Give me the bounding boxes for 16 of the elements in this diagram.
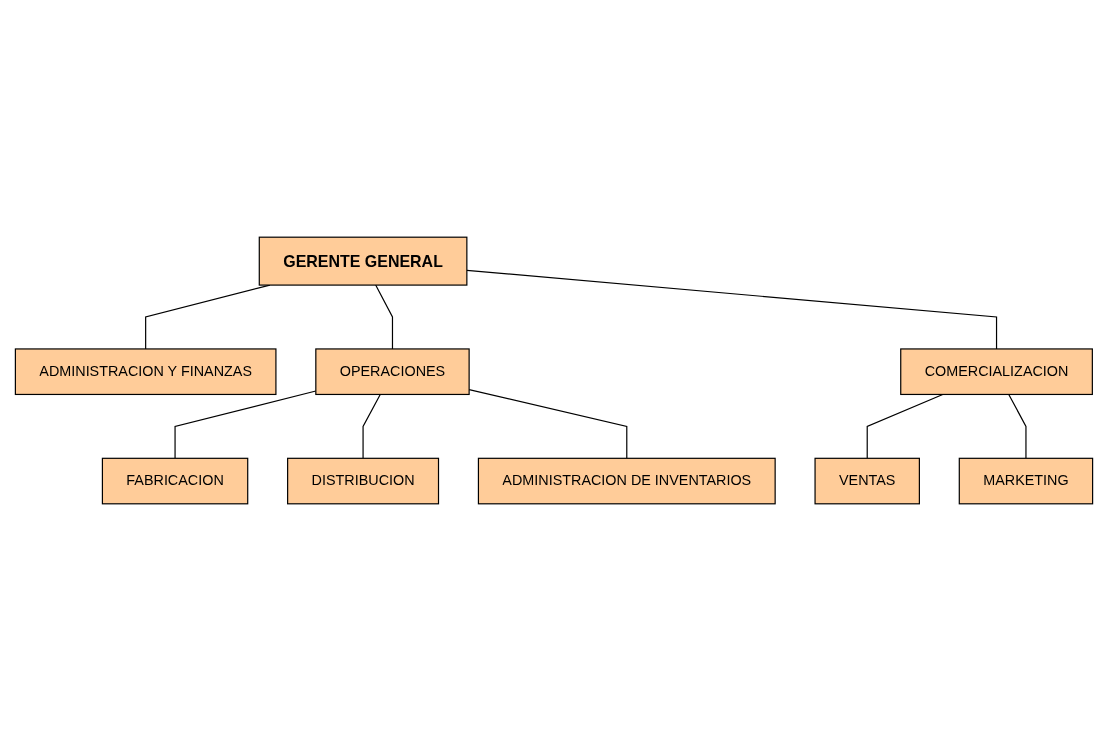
node-box: MARKETING xyxy=(958,457,1093,504)
node-box: VENTAS xyxy=(813,457,920,504)
connector xyxy=(144,284,270,350)
connector xyxy=(361,393,381,459)
connector xyxy=(1007,393,1027,459)
connector xyxy=(866,393,943,459)
node-box: GERENTE GENERAL xyxy=(258,236,467,286)
connector xyxy=(468,388,627,459)
node-box: ADMINISTRACION DE INVENTARIOS xyxy=(477,457,776,504)
node-box: DISTRIBUCION xyxy=(286,457,439,504)
node-box: OPERACIONES xyxy=(314,347,470,395)
connector xyxy=(374,284,393,350)
node-box: ADMINISTRACION Y FINANZAS xyxy=(14,347,277,395)
node-box: FABRICACION xyxy=(101,457,248,504)
node-box: COMERCIALIZACION xyxy=(899,347,1093,395)
connector xyxy=(173,389,316,459)
